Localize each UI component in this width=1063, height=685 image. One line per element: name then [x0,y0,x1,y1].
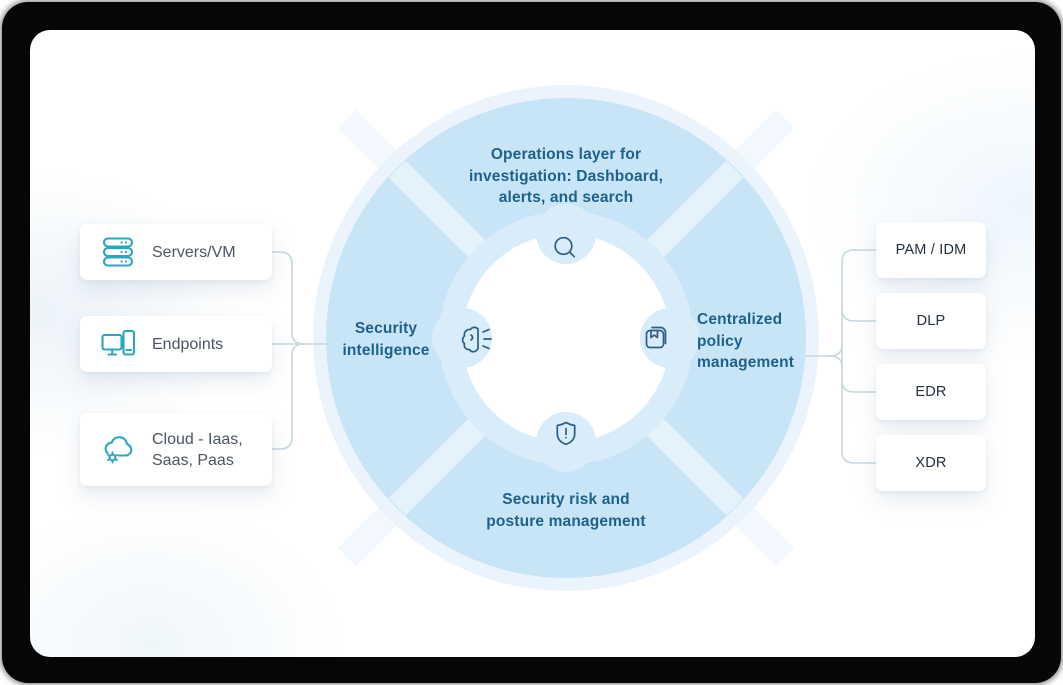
quadrant-label-operations: Operations layer for investigation: Dash… [456,144,676,209]
integration-card-pam-idm: PAM / IDM [876,222,986,278]
endpoint-devices-icon [99,325,137,363]
quadrant-label-line: investigation: Dashboard, [468,167,664,185]
source-card-label: Servers/VM [152,243,236,261]
search-icon [554,236,576,258]
quadrant-label-line: management [697,354,795,371]
integration-card-label: PAM / IDM [895,242,967,258]
integration-card-dlp: DLP [876,293,986,349]
quadrant-label-line: Security [354,320,418,337]
source-card-endpoints: Endpoints [80,316,272,372]
quadrant-label-line: policy [697,332,743,350]
integration-card-label: XDR [915,455,947,471]
quadrant-label-line: Security risk and [502,491,630,508]
quadrant-label-line: Operations layer for [490,146,642,163]
wheel-hub [462,234,670,442]
diagram-canvas: Operations layer for investigation: Dash… [30,30,1035,657]
quadrant-label-line: Centralized [697,311,783,328]
shield-alert-icon [556,421,576,446]
icon-bumps [432,204,700,472]
source-card-label: Cloud - Iaas, Saas, Paas [152,429,243,471]
source-card-label-line: Cloud - Iaas, [152,430,243,448]
left-connector [271,251,328,450]
integration-card-edr: EDR [876,364,986,420]
quadrant-label-security-intelligence: Security intelligence [316,318,456,361]
integration-card-label: EDR [915,384,947,400]
right-connector [805,249,877,464]
cloud-gear-icon [99,431,137,469]
brain-signal-icon [461,326,492,353]
server-stack-icon [99,233,137,271]
integration-card-label: DLP [916,313,946,329]
connector-lines [271,249,877,464]
source-card-cloud: Cloud - Iaas, Saas, Paas [80,413,272,486]
source-card-label: Endpoints [152,335,224,353]
source-card-label-line: Saas, Paas [152,451,234,469]
security-wheel-graphic [271,85,877,591]
source-card-servers-vm: Servers/VM [80,224,272,280]
quadrant-label-line: posture management [486,512,646,530]
quadrant-label-centralized-policy: Centralized policy management [697,309,837,374]
quadrant-label-line: alerts, and search [498,189,634,206]
policy-book-icon [645,326,667,349]
quadrant-label-security-risk: Security risk and posture management [426,489,706,532]
quadrant-label-line: intelligence [342,341,430,359]
integration-card-xdr: XDR [876,435,986,491]
